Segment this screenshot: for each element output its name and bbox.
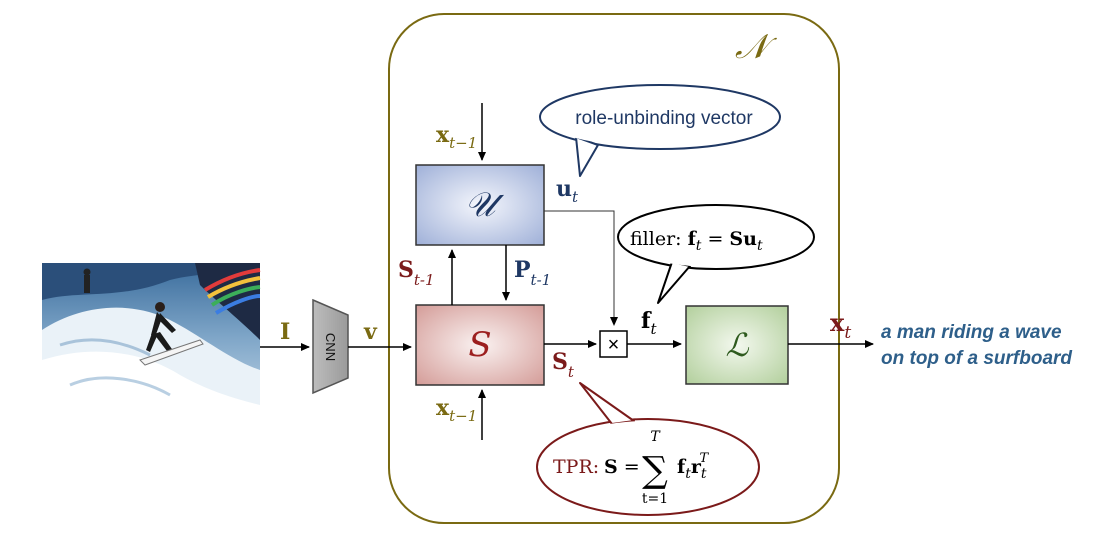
callout-filler: filler: ft = Sut — [617, 204, 815, 304]
output-caption-line1: a man riding a wave — [881, 322, 1062, 343]
arrow-u-to-multiply — [544, 210, 618, 326]
box-s — [415, 304, 545, 386]
box-l-label: ℒ — [725, 326, 749, 364]
callout-tpr-sigma: ∑ — [642, 450, 668, 491]
x-top-label: xt−1 — [436, 122, 477, 152]
v-label: v — [363, 319, 378, 345]
callout-filler-text: filler: ft = Sut — [630, 228, 763, 254]
module-n-container — [388, 13, 840, 524]
box-u — [415, 164, 545, 246]
p-prev-label: Pt-1 — [514, 257, 551, 289]
callout-role-unbinding-text: role-unbinding vector — [575, 108, 753, 129]
s-prev-label: St-1 — [398, 257, 435, 289]
multiply-symbol: × — [608, 334, 620, 356]
callout-tpr-s: S = — [604, 456, 640, 478]
callout-tpr-upper: T — [650, 429, 661, 445]
x-t-label: xt — [830, 308, 851, 343]
callout-tpr-prefix: TPR: — [553, 456, 599, 478]
cnn-block: CNN — [312, 298, 349, 395]
surfer-photo-icon — [42, 263, 261, 429]
callout-tpr-terms: ftrtT — [677, 451, 709, 482]
s-t-label: St — [552, 349, 575, 381]
box-s-label: 𝑆 — [468, 325, 491, 365]
callout-role-unbinding: role-unbinding vector — [539, 84, 781, 177]
callout-tpr: TPR: S = ∑ T t=1 ftrtT — [536, 382, 760, 516]
box-l — [685, 305, 789, 385]
module-n-label: 𝒩 — [735, 27, 778, 67]
f-t-label: ft — [641, 308, 657, 338]
callout-tpr-lower: t=1 — [642, 491, 668, 507]
u-t-label: ut — [556, 176, 579, 206]
image-label-i: I — [280, 319, 290, 345]
x-bottom-label: xt−1 — [436, 395, 477, 425]
output-caption-line2: on top of a surfboard — [881, 348, 1072, 369]
cnn-label: CNN — [323, 333, 338, 361]
